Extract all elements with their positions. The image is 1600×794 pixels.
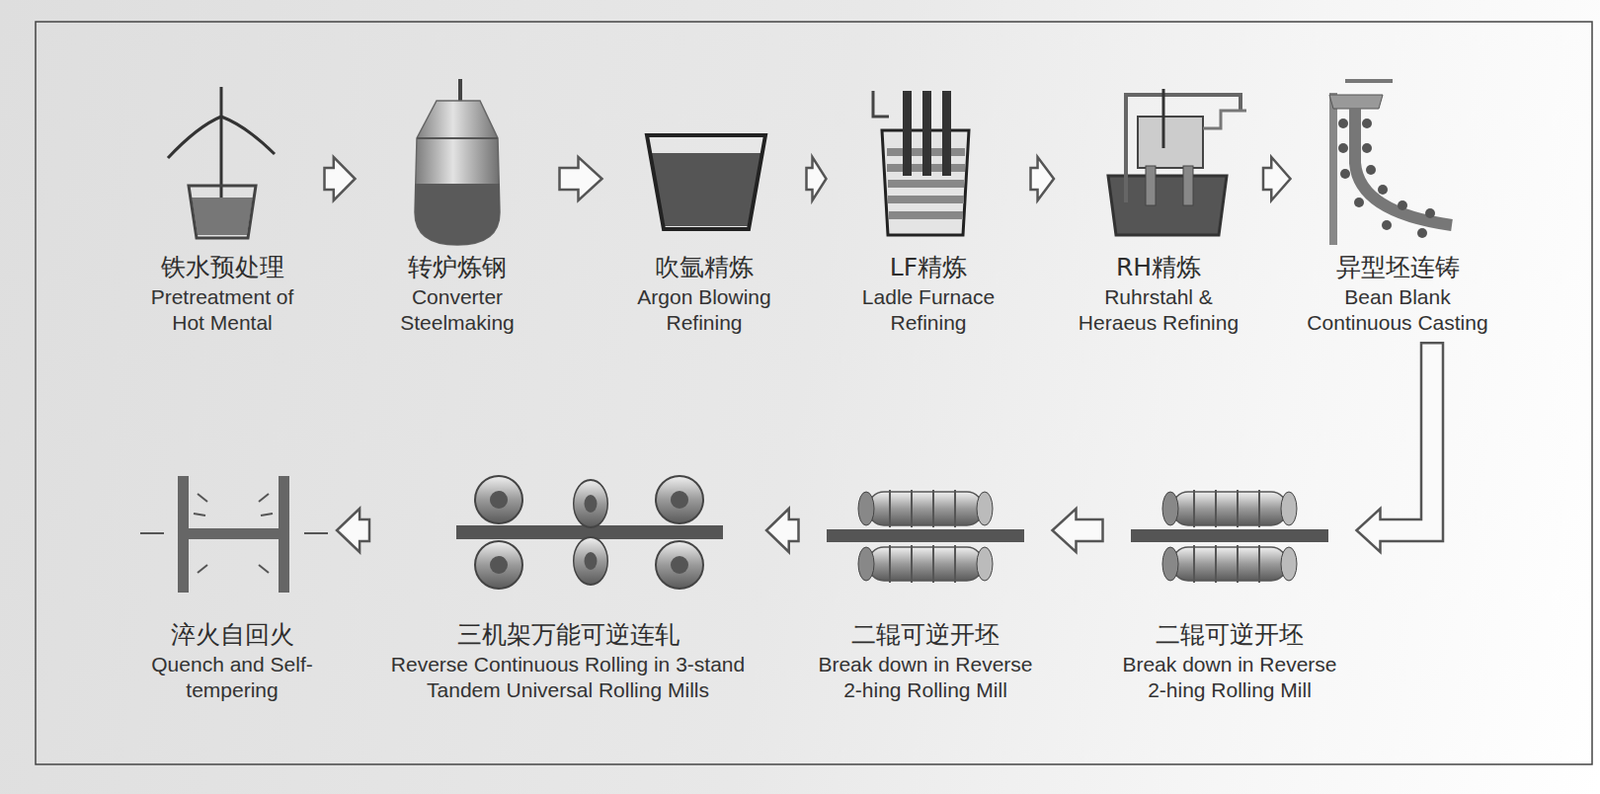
step-name-en: Ruhrstahl & Heraeus Refining [1070,284,1247,335]
step-name-en: Converter Steelmaking [388,284,527,335]
flow-arrow [560,157,603,201]
process-step: 二辊可逆开坯Break down in Reverse 2-hing Rolli… [803,464,1048,703]
flow-arrow [1263,157,1291,201]
flow-arrow [336,508,370,553]
step-name-en: Argon Blowing Refining [628,284,782,335]
process-step: 异型坯连铸Bean Blank Continuous Casting [1295,86,1501,335]
process-step: 二辊可逆开坯Break down in Reverse 2-hing Rolli… [1108,464,1353,703]
step-name-zh: 二辊可逆开坯 [1108,620,1353,650]
process-step: RH精炼Ruhrstahl & Heraeus Refining [1058,86,1259,335]
step-name-zh: 吹氩精炼 [607,252,802,283]
process-step: 淬火自回火Quench and Self-tempering [132,464,332,703]
step-name-zh: 二辊可逆开坯 [803,620,1048,650]
flow-arrow [324,157,356,201]
step-name-en: Quench and Self-tempering [146,651,320,703]
step-name-en: Ladle Furnace Refining [854,284,1003,335]
flow-arrow [806,157,827,201]
process-step: 三机架万能可逆连轧Reverse Continuous Rolling in 3… [374,464,762,703]
step-name-zh: 铁水预处理 [125,252,320,283]
step-name-zh: 三机架万能可逆连轧 [374,620,762,650]
flow-arrow [1357,342,1444,553]
process-step: 铁水预处理Pretreatment of Hot Mental [125,86,320,335]
step-name-en: Break down in Reverse 2-hing Rolling Mil… [812,651,1039,703]
process-step: 转炉炼钢Converter Steelmaking [360,86,556,335]
step-name-zh: 淬火自回火 [132,620,332,650]
step-name-zh: 异型坯连铸 [1295,252,1501,283]
step-name-en: Bean Blank Continuous Casting [1300,284,1495,335]
step-name-en: Break down in Reverse 2-hing Rolling Mil… [1117,651,1343,703]
process-step: LF精炼Ladle Furnace Refining [831,86,1027,335]
step-name-zh: LF精炼 [831,252,1027,283]
flow-arrow [1052,508,1104,553]
step-name-zh: RH精炼 [1058,252,1259,283]
flow-arrow [766,508,800,553]
process-step: 吹氩精炼Argon Blowing Refining [607,86,802,335]
step-name-en: Reverse Continuous Rolling in 3-stand Ta… [384,651,752,703]
flow-arrow [1031,157,1055,201]
step-name-zh: 转炉炼钢 [360,252,556,283]
step-name-en: Pretreatment of Hot Mental [139,284,306,335]
